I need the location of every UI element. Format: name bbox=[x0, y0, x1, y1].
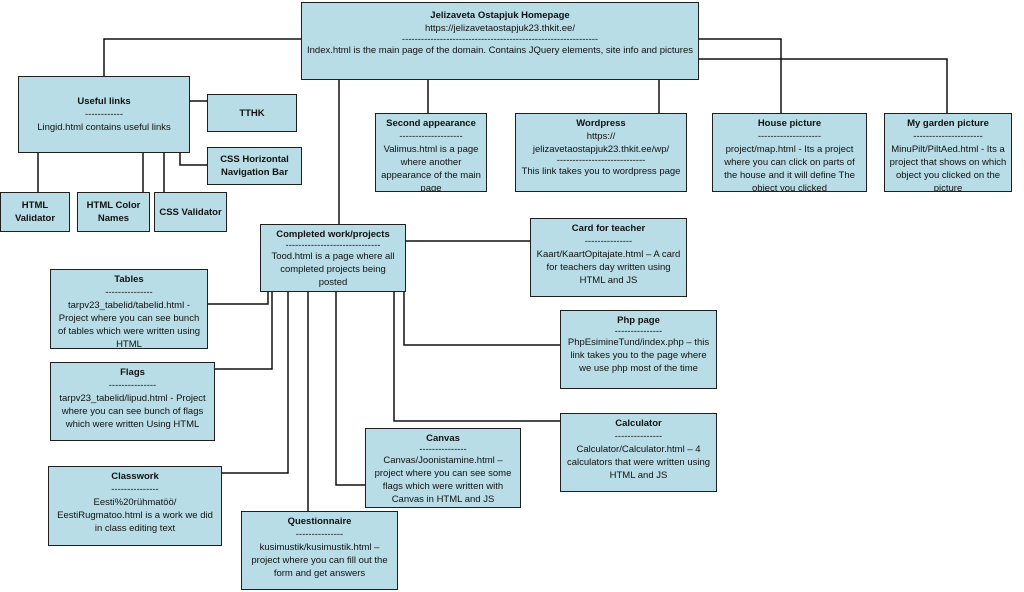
node-second-appearance[interactable]: Second appearance -------------------- V… bbox=[375, 113, 487, 192]
html-validator-title: HTML Validator bbox=[14, 200, 56, 224]
connector-home-garden bbox=[698, 58, 948, 113]
connector-useful-cssnav bbox=[179, 153, 208, 166]
garden-picture-divider: ---------------------- bbox=[913, 131, 983, 142]
connector-completed-canvas bbox=[335, 292, 366, 486]
homepage-url[interactable]: https://jelizavetaostapjuk23.thkit.ee/ bbox=[425, 23, 575, 34]
classwork-divider: --------------- bbox=[111, 484, 159, 495]
php-page-divider: --------------- bbox=[614, 326, 663, 337]
flags-title: Flags bbox=[120, 367, 145, 378]
connector-completed-flags bbox=[215, 292, 273, 370]
html-color-names-title: HTML Color Names bbox=[86, 200, 141, 224]
canvas-description: Canvas/Joonistamine.html – project where… bbox=[374, 455, 512, 505]
wordpress-divider: ---------------------------- bbox=[556, 155, 646, 166]
useful-links-divider: ------------ bbox=[85, 109, 123, 120]
card-teacher-description: Kaart/KaartOpitajate.html – A card for t… bbox=[536, 249, 681, 286]
card-teacher-divider: --------------- bbox=[584, 236, 633, 247]
useful-links-description: Lingid.html contains useful links bbox=[37, 122, 171, 133]
node-html-validator[interactable]: HTML Validator bbox=[0, 192, 70, 232]
completed-work-divider: ------------------------------ bbox=[285, 240, 381, 251]
connector-home-house bbox=[698, 38, 782, 113]
node-house-picture[interactable]: House picture -------------------- proje… bbox=[712, 113, 867, 192]
connector-completed-calc bbox=[393, 292, 561, 422]
node-css-nav-bar[interactable]: CSS Horizontal Navigation Bar bbox=[207, 147, 302, 185]
tables-divider: --------------- bbox=[105, 287, 153, 298]
connector-home-useful bbox=[103, 38, 302, 76]
homepage-divider: ----------------------------------------… bbox=[401, 34, 599, 45]
second-appearance-title: Second appearance bbox=[386, 118, 476, 129]
connector-completed-tables bbox=[208, 292, 269, 305]
classwork-title: Classwork bbox=[111, 471, 159, 482]
second-appearance-divider: -------------------- bbox=[399, 131, 463, 142]
node-html-color-names[interactable]: HTML Color Names bbox=[77, 192, 150, 232]
questionnaire-divider: --------------- bbox=[295, 529, 344, 540]
node-classwork[interactable]: Classwork --------------- Eesti%20rühmat… bbox=[48, 466, 222, 546]
node-useful-links: Useful links ------------ Lingid.html co… bbox=[18, 76, 190, 153]
questionnaire-description: kusimustik/kusimustik.html – project whe… bbox=[251, 542, 388, 579]
connector-completed-php bbox=[403, 292, 561, 346]
tables-description: tarpv23_tabelid/tabelid.html - Project w… bbox=[57, 300, 201, 349]
classwork-description: Eesti%20rühmatöö/ EestiRugmatoo.html is … bbox=[57, 497, 213, 534]
node-wordpress[interactable]: Wordpress https:// jelizavetaostapjuk23.… bbox=[515, 113, 687, 192]
card-teacher-title: Card for teacher bbox=[571, 223, 646, 234]
calculator-title: Calculator bbox=[615, 418, 662, 429]
php-page-description: PhpEsimineTund/index.php – this link tak… bbox=[567, 337, 710, 374]
node-flags[interactable]: Flags --------------- tarpv23_tabelid/li… bbox=[50, 362, 215, 441]
wordpress-title: Wordpress bbox=[576, 118, 626, 129]
questionnaire-title: Questionnaire bbox=[287, 516, 352, 527]
homepage-title: Jelizaveta Ostapjuk Homepage bbox=[430, 10, 570, 21]
house-picture-divider: -------------------- bbox=[757, 131, 822, 142]
node-card-for-teacher[interactable]: Card for teacher --------------- Kaart/K… bbox=[530, 218, 687, 297]
canvas-divider: --------------- bbox=[419, 444, 467, 455]
canvas-title: Canvas bbox=[426, 433, 460, 444]
node-tables[interactable]: Tables --------------- tarpv23_tabelid/t… bbox=[50, 269, 208, 349]
completed-work-title: Completed work/projects bbox=[276, 229, 390, 240]
wordpress-description: This link takes you to wordpress page bbox=[521, 166, 681, 177]
second-appearance-description: Valimus.html is a page where another app… bbox=[381, 144, 481, 192]
wordpress-url[interactable]: https:// jelizavetaostapjuk23.thkit.ee/w… bbox=[532, 131, 670, 155]
node-canvas[interactable]: Canvas --------------- Canvas/Joonistami… bbox=[365, 428, 521, 508]
node-calculator[interactable]: Calculator --------------- Calculator/Ca… bbox=[560, 413, 717, 492]
useful-links-title: Useful links bbox=[77, 96, 131, 107]
node-questionnaire[interactable]: Questionnaire --------------- kusimustik… bbox=[241, 511, 398, 590]
garden-picture-description: MinuPilt/PiltAed.html - Its a project th… bbox=[889, 144, 1007, 192]
house-picture-title: House picture bbox=[757, 118, 822, 129]
calculator-divider: --------------- bbox=[614, 431, 663, 442]
css-nav-title: CSS Horizontal Navigation Bar bbox=[220, 154, 289, 178]
node-homepage: Jelizaveta Ostapjuk Homepage https://jel… bbox=[301, 2, 699, 80]
connector-completed-classwork bbox=[222, 292, 289, 474]
node-garden-picture[interactable]: My garden picture ----------------------… bbox=[884, 113, 1012, 192]
tables-title: Tables bbox=[114, 274, 144, 285]
calculator-description: Calculator/Calculator.html – 4 calculato… bbox=[566, 444, 711, 481]
flags-divider: --------------- bbox=[108, 380, 157, 391]
node-tthk[interactable]: TTHK bbox=[207, 94, 297, 132]
completed-work-description: Tood.html is a page where all completed … bbox=[271, 251, 395, 288]
flags-description: tarpv23_tabelid/lipud.html - Project whe… bbox=[59, 393, 206, 430]
node-completed-work[interactable]: Completed work/projects ----------------… bbox=[260, 224, 406, 292]
node-php-page[interactable]: Php page --------------- PhpEsimineTund/… bbox=[560, 310, 717, 389]
garden-picture-title: My garden picture bbox=[907, 118, 989, 129]
tthk-title: TTHK bbox=[239, 107, 265, 119]
node-css-validator[interactable]: CSS Validator bbox=[154, 192, 227, 232]
php-page-title: Php page bbox=[617, 315, 660, 326]
homepage-description: Index.html is the main page of the domai… bbox=[306, 45, 693, 56]
house-picture-description: project/map.html - Its a project where y… bbox=[724, 144, 855, 192]
css-validator-title: CSS Validator bbox=[159, 206, 222, 218]
